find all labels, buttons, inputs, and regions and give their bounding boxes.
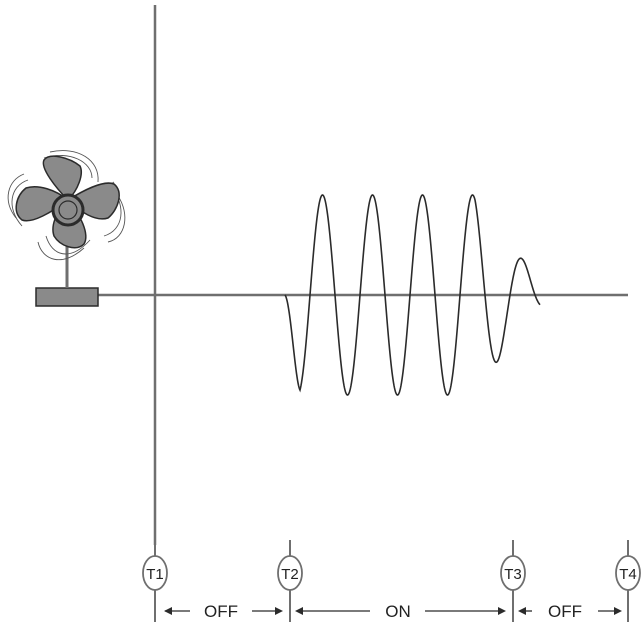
marker-t3-label: T3 [504, 566, 522, 583]
segment-off-1-label: OFF [204, 602, 238, 621]
segment-on-label: ON [385, 602, 411, 621]
fan-base [35, 287, 99, 307]
marker-t2-label: T2 [281, 566, 299, 583]
marker-t4-label: T4 [619, 566, 637, 583]
fan-icon [7, 150, 126, 307]
marker-t1: T1 [142, 555, 168, 591]
fan-blades [15, 155, 120, 249]
marker-t3: T3 [500, 555, 526, 591]
marker-t2: T2 [277, 555, 303, 591]
marker-t1-label: T1 [146, 566, 164, 583]
fan-hub-center [58, 200, 78, 220]
segment-off-2-label: OFF [548, 602, 582, 621]
marker-t4: T4 [615, 555, 641, 591]
segment-arrows [164, 607, 622, 615]
vibration-waveform [284, 194, 541, 396]
